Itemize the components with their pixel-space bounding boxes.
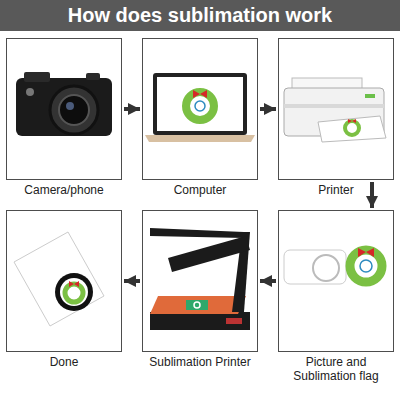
step-panel: Computer <box>142 38 258 180</box>
step-panel: Printer <box>278 38 394 180</box>
wreath <box>186 92 214 120</box>
step-panel: Sublimation Printer <box>142 210 258 352</box>
camera-dial <box>86 73 100 80</box>
wreath <box>350 250 382 282</box>
step-label: Computer <box>139 183 261 197</box>
press-head <box>168 236 250 272</box>
camera-lens-inner <box>59 95 89 125</box>
laptop-base <box>145 135 255 142</box>
flow-arrow <box>124 107 140 111</box>
flow-arrow <box>124 279 140 283</box>
printer-slot <box>284 104 384 108</box>
wreath <box>345 121 359 135</box>
grip-face <box>60 278 88 306</box>
wreath <box>65 284 83 302</box>
wreath-bow <box>358 248 374 257</box>
wreath-face <box>360 260 372 272</box>
step-label: Sublimation Printer <box>139 355 261 369</box>
press-print <box>186 300 208 310</box>
wreath-bow <box>69 281 79 287</box>
camera-flash <box>26 88 34 96</box>
press-handle <box>150 228 244 238</box>
wreath-bow <box>348 119 356 123</box>
phone-and-flag-icon <box>284 248 382 284</box>
step-label: Done <box>3 355 125 369</box>
step-panel: Done <box>6 210 122 352</box>
heat-press-icon <box>150 228 250 330</box>
camera-icon <box>16 72 112 136</box>
flow-arrow <box>260 107 276 111</box>
title: How does sublimation work <box>0 3 400 27</box>
lens-glint <box>66 102 74 110</box>
laptop-icon <box>145 73 255 142</box>
step-label: Picture and Sublimation flag <box>275 355 397 383</box>
printer-icon <box>284 78 386 142</box>
press-plate <box>150 296 246 314</box>
phone-grip <box>313 255 339 281</box>
printer-paper-out <box>318 116 386 142</box>
laptop-screen <box>157 77 243 131</box>
camera-body <box>16 78 112 136</box>
step-label: Printer <box>275 183 397 197</box>
flow-arrow <box>260 279 276 283</box>
camera-lens <box>50 86 98 134</box>
step-label: Camera/phone <box>3 183 125 197</box>
phone-back <box>284 250 346 284</box>
step-panel: Picture and Sublimation flag <box>278 210 394 352</box>
finished-phone-icon <box>14 232 104 326</box>
flow-arrow <box>370 182 374 208</box>
press-base <box>150 312 250 330</box>
wreath-face <box>195 101 205 111</box>
laptop-screen-frame <box>153 73 247 135</box>
wreath-bow <box>193 90 207 98</box>
printer-light <box>365 94 375 98</box>
press-display <box>226 318 242 324</box>
step-panel: Camera/phone <box>6 38 122 180</box>
camera-top <box>24 72 50 82</box>
phone-back <box>14 232 104 326</box>
phone-grip <box>55 273 93 311</box>
press-print-wreath <box>194 302 200 308</box>
